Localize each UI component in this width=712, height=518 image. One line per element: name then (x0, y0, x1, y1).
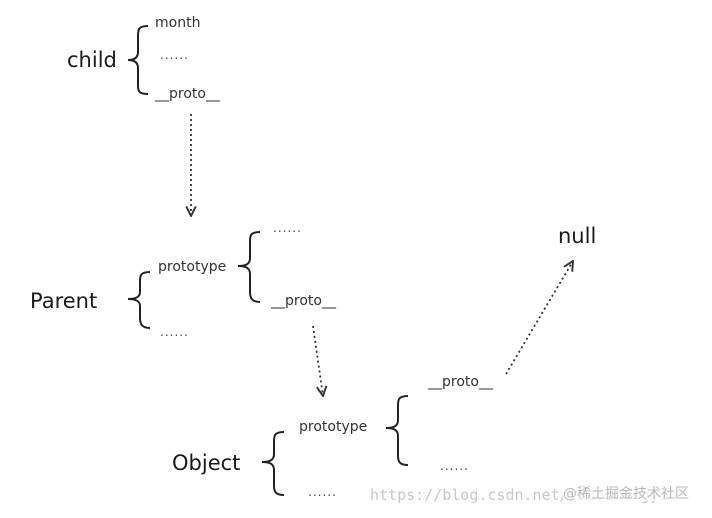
child-brace (127, 25, 149, 95)
parent-member-ellipsis: ...... (160, 325, 189, 339)
child-member-ellipsis: ...... (160, 48, 189, 62)
parent-prototype-member-proto: __proto__ (271, 293, 336, 309)
null-label: null (558, 224, 597, 248)
parent-brace (127, 271, 151, 329)
object-prototype-brace (385, 395, 409, 466)
watermark-brand: @稀土掘金技术社区 (563, 486, 689, 502)
parent-prototype-member-ellipsis: ...... (273, 221, 302, 235)
object-member-prototype: prototype (299, 419, 368, 435)
child-label: child (67, 48, 117, 72)
child-member-proto: __proto__ (155, 86, 220, 102)
object-prototype-member-ellipsis: ...... (440, 459, 469, 473)
arrow-parent-proto-to-object-prototype (312, 325, 323, 396)
parent-label: Parent (30, 289, 98, 313)
object-prototype-member-proto: __proto__ (428, 374, 493, 390)
object-member-ellipsis: ...... (308, 485, 337, 499)
parent-prototype-brace (237, 231, 261, 303)
parent-member-prototype: prototype (158, 259, 227, 275)
object-brace (261, 431, 285, 496)
object-label: Object (172, 451, 241, 475)
arrow-object-proto-to-null (505, 261, 573, 375)
child-member-month: month (155, 15, 201, 31)
